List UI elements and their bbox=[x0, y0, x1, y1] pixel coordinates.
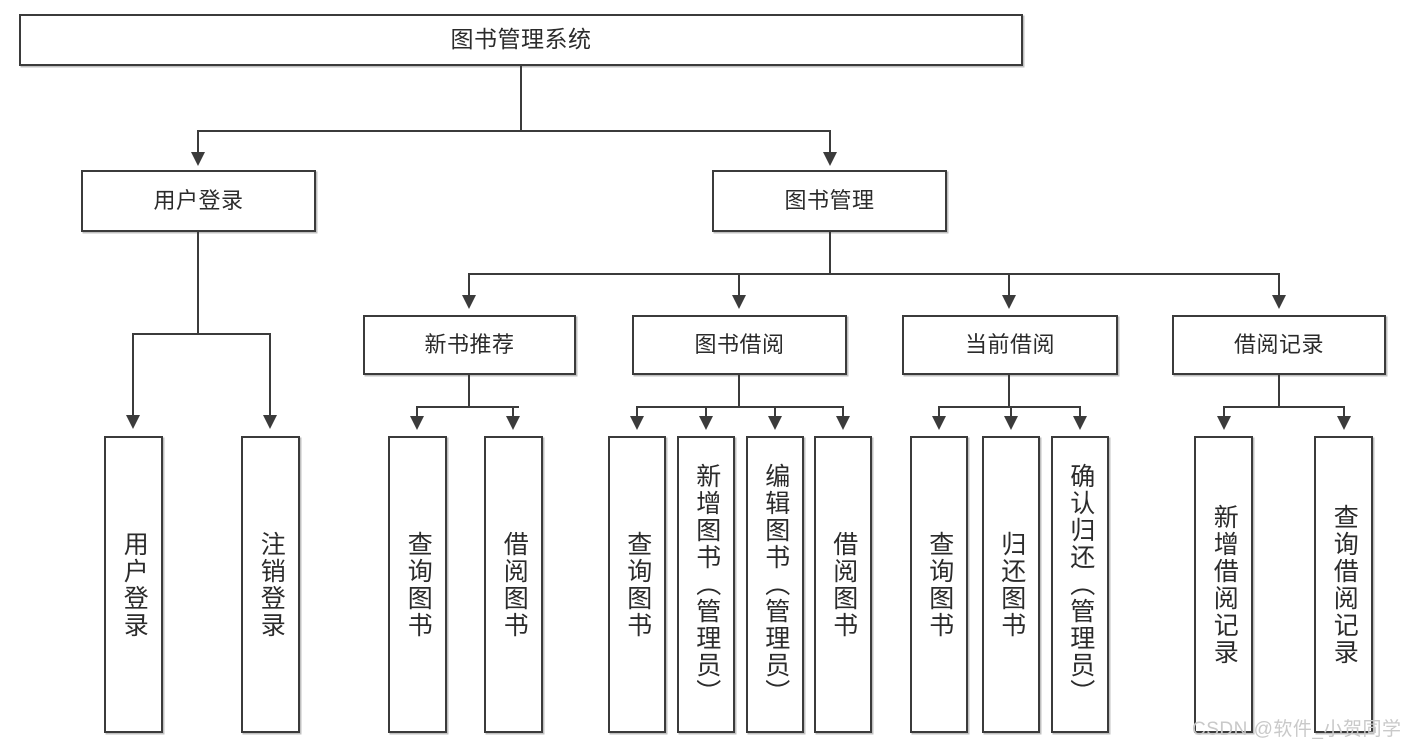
arrowhead-currentborrow-to-leaf1 bbox=[932, 416, 946, 430]
arrowhead-bookborrow-to-leaf2 bbox=[699, 416, 713, 430]
edge-bookborrow-bus bbox=[636, 406, 844, 408]
edge-bookmgmt-to-borrow bbox=[738, 273, 740, 297]
arrowhead-currentborrow-to-leaf3 bbox=[1073, 416, 1087, 430]
edge-bookborrow-trunk bbox=[738, 375, 740, 407]
node-root-system[interactable]: 图书管理系统 bbox=[19, 14, 1023, 66]
arrowhead-currentborrow-to-leaf2 bbox=[1004, 416, 1018, 430]
leaf-confirm-return-admin[interactable]: 确认归还（管理员） bbox=[1051, 436, 1109, 733]
node-label: 借阅记录 bbox=[1233, 331, 1324, 357]
node-label: 查询图书 bbox=[404, 530, 433, 639]
edge-login-trunk bbox=[197, 232, 199, 334]
leaf-borrow-book[interactable]: 借阅图书 bbox=[814, 436, 872, 733]
node-book-borrow[interactable]: 图书借阅 bbox=[632, 315, 847, 375]
edge-currentborrow-to-leaf1 bbox=[938, 406, 940, 418]
edge-borrowrecord-bus bbox=[1223, 406, 1345, 408]
leaf-query-book-recommend[interactable]: 查询图书 bbox=[388, 436, 447, 733]
node-label: 查询借阅记录 bbox=[1330, 503, 1359, 666]
leaf-add-borrow-record[interactable]: 新增借阅记录 bbox=[1194, 436, 1253, 733]
edge-borrowrecord-trunk bbox=[1278, 375, 1280, 407]
node-current-borrow[interactable]: 当前借阅 bbox=[902, 315, 1118, 375]
edge-newbook-bus bbox=[416, 406, 519, 408]
edge-login-bus bbox=[132, 333, 271, 335]
edge-root-bus bbox=[197, 130, 831, 132]
edge-bookmgmt-to-new bbox=[468, 273, 470, 297]
edge-bookborrow-to-leaf3 bbox=[774, 406, 776, 418]
edge-bookborrow-to-leaf2 bbox=[705, 406, 707, 418]
node-label: 编辑图书（管理员） bbox=[761, 463, 790, 706]
leaf-query-book-current[interactable]: 查询图书 bbox=[910, 436, 968, 733]
arrowhead-bookmgmt-to-record bbox=[1272, 295, 1286, 309]
arrowhead-newbook-to-leaf1 bbox=[410, 416, 424, 430]
edge-bookmgmt-trunk bbox=[829, 232, 831, 274]
node-label: 借阅图书 bbox=[500, 530, 529, 639]
edge-bookmgmt-bus bbox=[468, 273, 1280, 275]
edge-bookborrow-to-leaf4 bbox=[842, 406, 844, 418]
node-label: 查询图书 bbox=[623, 530, 652, 639]
edge-login-to-leaf1 bbox=[132, 333, 134, 417]
arrowhead-bookborrow-to-leaf1 bbox=[630, 416, 644, 430]
leaf-add-book-admin[interactable]: 新增图书（管理员） bbox=[677, 436, 735, 733]
edge-newbook-to-leaf1 bbox=[416, 406, 418, 418]
leaf-query-book-borrow[interactable]: 查询图书 bbox=[608, 436, 666, 733]
edge-currentborrow-trunk bbox=[1008, 375, 1010, 407]
node-label: 图书管理 bbox=[784, 187, 875, 213]
node-label: 图书管理系统 bbox=[450, 26, 592, 53]
arrowhead-borrowrecord-to-leaf1 bbox=[1217, 416, 1231, 430]
edge-borrowrecord-to-leaf1 bbox=[1223, 406, 1225, 418]
node-borrow-record[interactable]: 借阅记录 bbox=[1172, 315, 1386, 375]
leaf-logout-login[interactable]: 注销登录 bbox=[241, 436, 300, 733]
leaf-return-book[interactable]: 归还图书 bbox=[982, 436, 1040, 733]
node-new-book-recommend[interactable]: 新书推荐 bbox=[363, 315, 576, 375]
node-label: 图书借阅 bbox=[694, 331, 785, 357]
node-label: 用户登录 bbox=[153, 187, 244, 213]
edge-login-to-leaf2 bbox=[269, 333, 271, 417]
arrowhead-borrowrecord-to-leaf2 bbox=[1337, 416, 1351, 430]
node-label: 新增图书（管理员） bbox=[692, 463, 721, 706]
node-label: 新增借阅记录 bbox=[1210, 503, 1239, 666]
edge-currentborrow-bus bbox=[938, 406, 1081, 408]
arrowhead-newbook-to-leaf2 bbox=[506, 416, 520, 430]
edge-bookmgmt-to-current bbox=[1008, 273, 1010, 297]
node-book-management[interactable]: 图书管理 bbox=[712, 170, 947, 232]
edge-borrowrecord-to-leaf2 bbox=[1343, 406, 1345, 418]
edge-root-trunk bbox=[520, 66, 522, 131]
node-label: 归还图书 bbox=[997, 530, 1026, 639]
edge-bookborrow-to-leaf1 bbox=[636, 406, 638, 418]
edge-root-to-bookmgmt bbox=[829, 130, 831, 154]
arrowhead-root-to-login bbox=[191, 152, 205, 166]
edge-bookmgmt-to-record bbox=[1278, 273, 1280, 297]
node-label: 用户登录 bbox=[120, 530, 149, 639]
edge-newbook-to-leaf2 bbox=[512, 406, 514, 418]
arrowhead-login-to-leaf1 bbox=[126, 415, 140, 429]
arrowhead-bookborrow-to-leaf3 bbox=[768, 416, 782, 430]
watermark-text: CSDN @软件_小贺同学 bbox=[1192, 719, 1402, 740]
node-user-login[interactable]: 用户登录 bbox=[81, 170, 316, 232]
leaf-edit-book-admin[interactable]: 编辑图书（管理员） bbox=[746, 436, 804, 733]
edge-currentborrow-to-leaf2 bbox=[1010, 406, 1012, 418]
node-label: 查询图书 bbox=[925, 530, 954, 639]
node-label: 当前借阅 bbox=[964, 331, 1055, 357]
node-label: 借阅图书 bbox=[829, 530, 858, 639]
edge-newbook-trunk bbox=[468, 375, 470, 407]
node-label: 确认归还（管理员） bbox=[1066, 463, 1095, 706]
arrowhead-bookmgmt-to-current bbox=[1002, 295, 1016, 309]
node-label: 新书推荐 bbox=[424, 331, 515, 357]
leaf-borrow-book-recommend[interactable]: 借阅图书 bbox=[484, 436, 543, 733]
leaf-user-login[interactable]: 用户登录 bbox=[104, 436, 163, 733]
arrowhead-login-to-leaf2 bbox=[263, 415, 277, 429]
node-label: 注销登录 bbox=[257, 530, 286, 639]
edge-root-to-login bbox=[197, 130, 199, 154]
arrowhead-bookmgmt-to-new bbox=[462, 295, 476, 309]
arrowhead-bookmgmt-to-borrow bbox=[732, 295, 746, 309]
arrowhead-root-to-bookmgmt bbox=[823, 152, 837, 166]
leaf-query-borrow-record[interactable]: 查询借阅记录 bbox=[1314, 436, 1373, 733]
arrowhead-bookborrow-to-leaf4 bbox=[836, 416, 850, 430]
edge-currentborrow-to-leaf3 bbox=[1079, 406, 1081, 418]
